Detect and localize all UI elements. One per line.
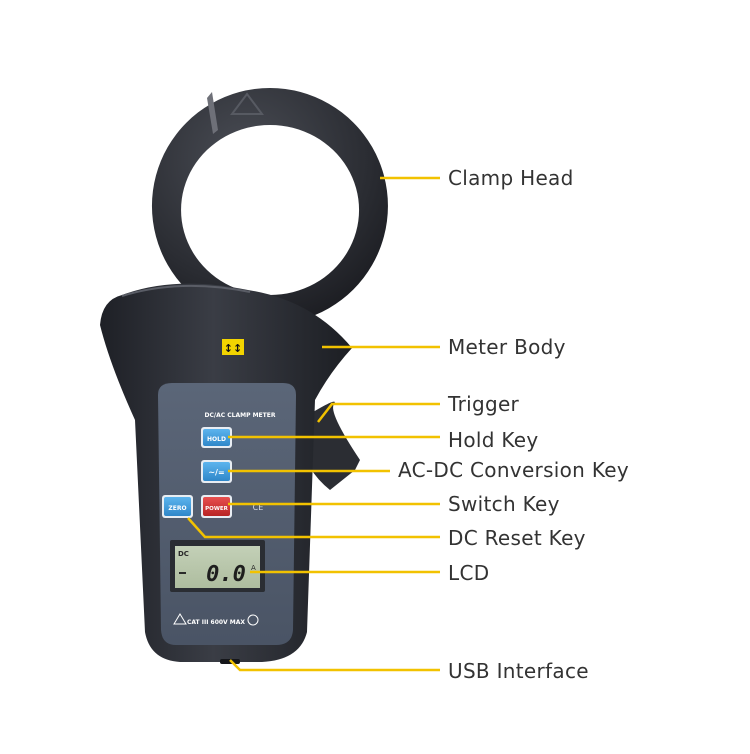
lcd-display: DC 0.0 A	[170, 540, 265, 592]
clamp-head-label: Clamp Head	[448, 168, 574, 188]
meter-body-label: Meter Body	[448, 337, 566, 357]
ac-dc-conversion-key-label: AC-DC Conversion Key	[398, 460, 629, 480]
lcd-label: LCD	[448, 563, 489, 583]
hold-key-label: Hold Key	[448, 430, 539, 450]
hold-key-label: HOLD	[207, 436, 226, 443]
switch-key-label: Switch Key	[448, 494, 560, 514]
panel-title: DC/AC CLAMP METER	[205, 412, 276, 419]
front-panel: DC/AC CLAMP METER HOLD ~/= ZERO POWER CE	[158, 383, 296, 645]
zero-key-label: ZERO	[168, 505, 186, 512]
safety-rating: CAT III 600V MAX	[187, 619, 245, 626]
power-key[interactable]: POWER	[201, 495, 232, 518]
power-key-label: POWER	[205, 506, 229, 512]
trigger-leader-line	[318, 404, 440, 422]
lcd-mode: DC	[178, 550, 189, 558]
lcd-reading: 0.0	[206, 562, 246, 587]
trigger-label: Trigger	[448, 394, 519, 414]
svg-text:↕↕: ↕↕	[224, 342, 242, 355]
conversion-symbol: ~/=	[208, 468, 224, 477]
usb-interface-label: USB Interface	[448, 661, 589, 681]
zero-key[interactable]: ZERO	[162, 495, 193, 518]
hold-key[interactable]: HOLD	[201, 427, 232, 448]
ac-dc-conversion-key[interactable]: ~/=	[201, 460, 232, 483]
dc-reset-key-label: DC Reset Key	[448, 528, 586, 548]
